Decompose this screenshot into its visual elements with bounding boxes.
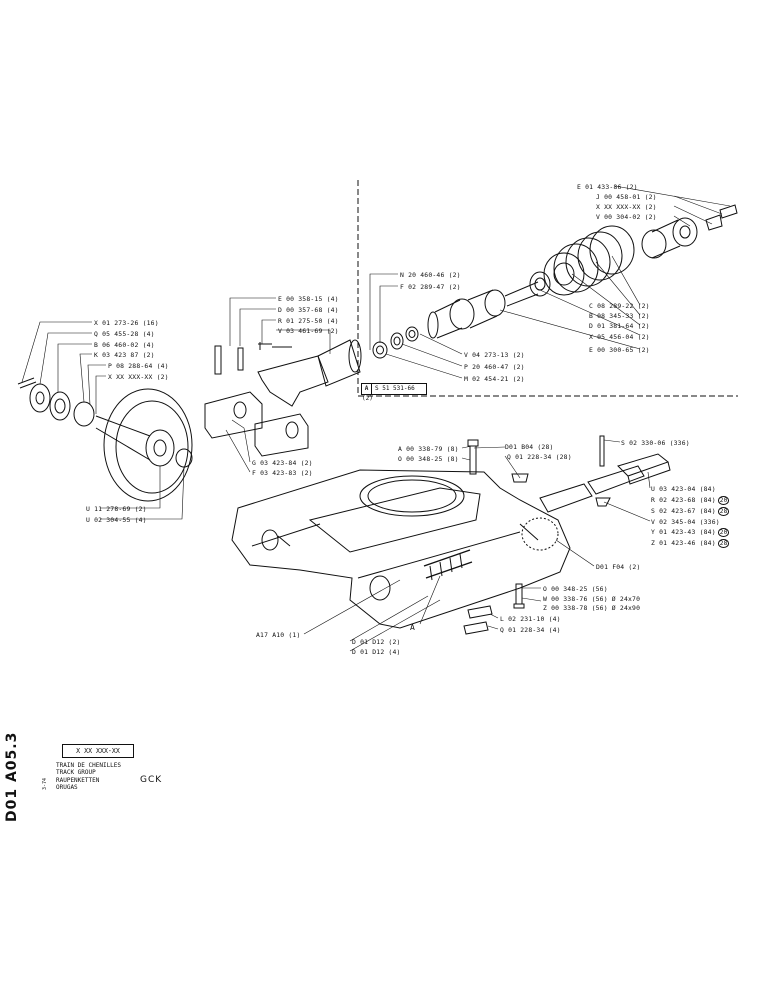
title-en: TRACK GROUP: [56, 769, 96, 777]
callout-label: F 02 289-47 (2): [400, 283, 461, 291]
callout-label: D01 B04 (28): [505, 443, 554, 451]
part-code-box: X XX XXX-XX: [62, 744, 134, 758]
title-fr: TRAIN DE CHENILLES: [56, 762, 122, 769]
idler-wheel: [17, 377, 193, 502]
callout-label: V 03 461-69 (2): [278, 327, 339, 335]
callout-label: D 01 D12 (4): [352, 648, 401, 656]
callout-label: O 00 348-25 (56): [543, 585, 608, 593]
callout-label: C 08 289-22 (2): [589, 302, 650, 310]
size-marker: 20: [717, 496, 730, 505]
callout-label: R 01 275-50 (4): [278, 317, 339, 325]
callout-label: X 01 273-26 (16): [94, 319, 159, 327]
callout-label: Z 00 338-78 (56) Ø 24x90: [543, 604, 641, 612]
callout-label: D 01 381-64 (2): [589, 322, 650, 330]
assembly-boundary: [357, 180, 738, 397]
callout-label: U 03 423-04 (84): [651, 485, 716, 493]
callout-label: Q 05 455-28 (4): [94, 330, 155, 338]
callout-label: E 01 433-86 (2): [577, 183, 638, 191]
callout-label: P 20 460-47 (2): [464, 363, 525, 371]
callout-label: E 00 358-15 (4): [278, 295, 339, 303]
callout-label: K 03 423 87 (2): [94, 351, 155, 359]
callout-label: R 02 423-68 (84)20: [651, 496, 730, 505]
callout-label: B 08 345-33 (2): [589, 312, 650, 320]
section-marker: A: [410, 623, 416, 632]
callout-label: D 01 D12 (2): [352, 638, 401, 646]
callout-label: S 02 330-06 (336): [621, 439, 690, 447]
callout-label: G 03 423-84 (2): [252, 459, 313, 467]
recoil-spring-assembly: [317, 204, 738, 387]
machine-model: GCK: [140, 775, 163, 785]
callout-label: V 04 273-13 (2): [464, 351, 525, 359]
callout-label: Q 01 228-34 (28): [507, 453, 572, 461]
size-marker: 28: [717, 539, 730, 548]
size-marker: 28: [717, 507, 730, 516]
callout-label: Y 01 423-43 (84)20: [651, 528, 730, 537]
callout-label: O 00 348-25 (8): [398, 455, 459, 463]
callout-label: A17 A10 (1): [256, 631, 301, 639]
title-es: ORUGAS: [56, 784, 78, 792]
callout-label: J 00 458-01 (2): [596, 193, 657, 201]
reference-number: S 51 531-66 (2): [362, 385, 415, 402]
callout-label: X XX XXX-XX (2): [596, 203, 657, 211]
track-shoes: [539, 435, 671, 513]
callout-label: E 00 300-65 (2): [589, 346, 650, 354]
callout-label: V 00 304-02 (2): [596, 213, 657, 221]
track-bolts: [463, 439, 529, 635]
callout-label: D01 F04 (2): [596, 563, 641, 571]
yoke-assembly: [204, 342, 329, 457]
callout-label: X 05 456-04 (2): [589, 333, 650, 341]
callout-label: M 02 454-21 (2): [464, 375, 525, 383]
callout-label: B 06 460-02 (4): [94, 341, 155, 349]
callout-label: Q 01 228-34 (4): [500, 626, 561, 634]
callout-label: Z 01 423-46 (84)28: [651, 539, 730, 548]
callout-label: F 03 423-83 (2): [252, 469, 313, 477]
group-titles: TRAIN DE CHENILLES TRACK GROUP RAUPENKET…: [56, 762, 121, 792]
callout-label: S 02 423-67 (84)28: [651, 507, 730, 516]
callout-label: W 00 338-76 (56) Ø 24x70: [543, 595, 641, 603]
callout-label: U 11 278-69 (2): [86, 505, 147, 513]
track-frame: [231, 469, 571, 629]
size-marker: 20: [717, 528, 730, 537]
leader-lines: [21, 185, 731, 652]
callout-label: L 02 231-10 (4): [500, 615, 561, 623]
callout-label: V 02 345-04 (336): [651, 518, 720, 526]
callout-label: N 20 460-46 (2): [400, 271, 461, 279]
callout-label: X XX XXX-XX (2): [108, 373, 169, 381]
callout-label: D 00 357-68 (4): [278, 306, 339, 314]
callout-label: U 02 304-55 (4): [86, 516, 147, 524]
callout-label: A 00 338-79 (8): [398, 445, 459, 453]
callout-label: P 08 288-64 (4): [108, 362, 169, 370]
reference-tag: A: [362, 384, 372, 394]
title-de: RAUPENKETTEN: [56, 776, 100, 784]
